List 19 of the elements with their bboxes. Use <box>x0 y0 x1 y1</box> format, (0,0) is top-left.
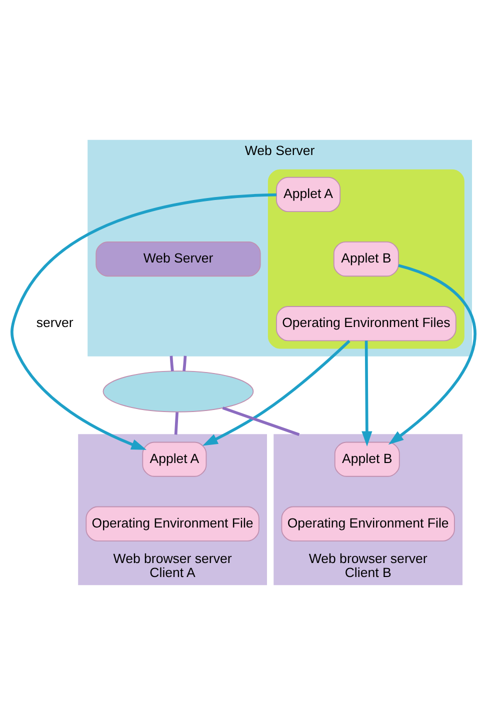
node-box: Web Server <box>96 240 261 276</box>
connector <box>170 355 174 371</box>
node-box: Operating Environment Files <box>276 306 456 341</box>
arrow <box>388 264 476 444</box>
node-box: Applet B <box>334 441 400 476</box>
arrow <box>202 339 350 446</box>
cluster <box>268 168 464 348</box>
connector <box>222 406 300 436</box>
arrow <box>362 340 372 446</box>
arrow <box>10 192 276 450</box>
node-box: Operating Environment File <box>281 506 455 541</box>
node-box: Operating Environment File <box>86 506 260 541</box>
node-ellipse <box>102 370 254 412</box>
node-box: Applet B <box>333 240 399 276</box>
connector <box>174 412 179 434</box>
node-box: Applet A <box>142 441 207 476</box>
node-box: Applet A <box>276 176 341 212</box>
label: server <box>36 314 74 330</box>
connector <box>182 355 187 371</box>
